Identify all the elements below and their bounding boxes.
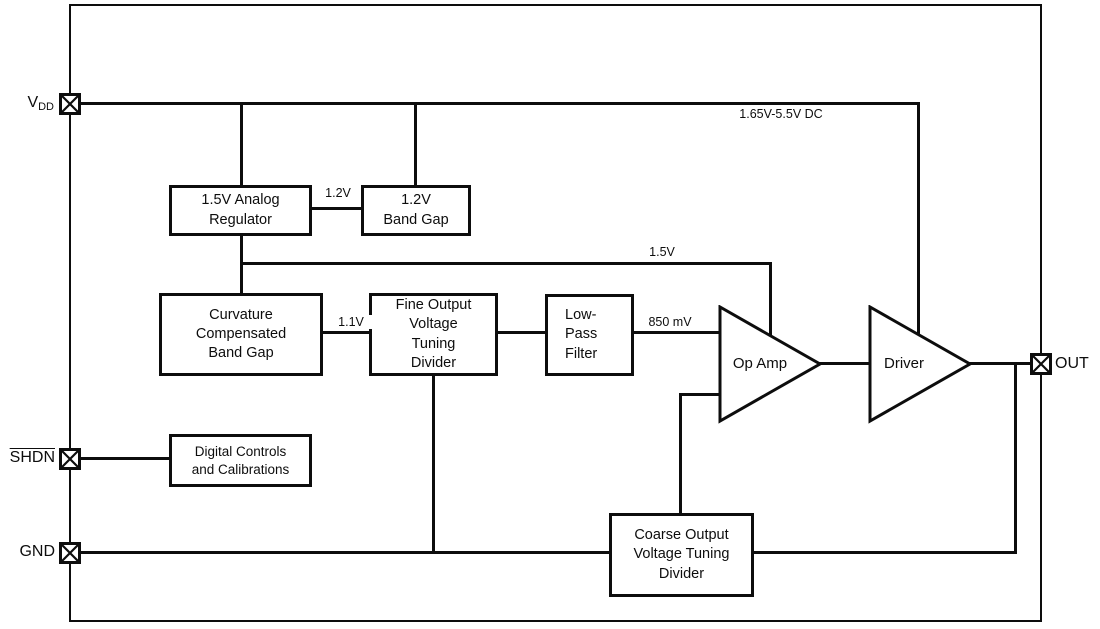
out-pin-icon — [1030, 353, 1052, 375]
wire-fine-gnd-drop — [432, 374, 435, 554]
net-label-1v2: 1.2V — [317, 186, 359, 200]
block-fine-divider: Fine Output Voltage Tuning Divider — [369, 293, 498, 376]
block-low-pass-filter: Low- Pass Filter — [545, 294, 634, 376]
block-coarse-divider: Coarse Output Voltage Tuning Divider — [609, 513, 754, 597]
vdd-pin-label-sub: DD — [38, 101, 54, 113]
shdn-pin-label: SHDN — [0, 449, 55, 467]
wire-coarse-out-link — [752, 551, 1017, 554]
net-label-850mv: 850 mV — [638, 315, 702, 329]
wire-feedback-opamp-link — [679, 393, 722, 396]
net-label-1v1: 1.1V — [330, 315, 372, 329]
shdn-pin-icon — [59, 448, 81, 470]
wire-opamp-driver-link — [817, 362, 870, 365]
wire-regulator-bandgap-link — [311, 207, 362, 210]
wire-vdd-bandgap-feed — [414, 104, 417, 186]
wire-vdd-driver-drop — [917, 102, 920, 338]
block-1v2-band-gap: 1.2V Band Gap — [361, 185, 471, 236]
gnd-pin-label: GND — [19, 543, 55, 560]
gnd-pin-icon — [59, 542, 81, 564]
block-analog-regulator: 1.5V Analog Regulator — [169, 185, 312, 236]
wire-curvature-fine-link — [322, 331, 370, 334]
supply-range-label: 1.65V-5.5V DC — [730, 107, 832, 121]
wire-shdn-link — [79, 457, 171, 460]
vdd-pin-icon — [59, 93, 81, 115]
block-digital-controls: Digital Controls and Calibrations — [169, 434, 312, 487]
wire-1v5-opamp-drop — [769, 262, 772, 340]
wire-lpf-opamp-link — [633, 331, 722, 334]
device-boundary — [69, 4, 1042, 622]
out-pin-label: OUT — [1055, 355, 1089, 372]
op-amp-label: Op Amp — [732, 355, 788, 372]
driver-label: Driver — [884, 355, 924, 372]
wire-gnd-rail — [79, 551, 611, 554]
vdd-pin-label: VDD — [16, 94, 54, 113]
shdn-pin-label-text: SHDN — [9, 449, 55, 466]
wire-1v5-rail — [240, 262, 772, 265]
block-curvature-band-gap: Curvature Compensated Band Gap — [159, 293, 323, 376]
op-amp-triangle — [718, 305, 824, 424]
wire-out-feedback-drop — [1014, 362, 1017, 554]
wire-vdd-regulator-feed — [240, 104, 243, 186]
wire-driver-out-link — [969, 362, 1031, 365]
wire-vdd-rail — [79, 102, 920, 105]
driver-triangle — [868, 305, 974, 424]
wire-fine-lpf-link — [497, 331, 546, 334]
wire-feedback-riser — [679, 393, 682, 515]
net-label-1v5: 1.5V — [640, 245, 684, 259]
vdd-pin-label-base: V — [27, 94, 39, 111]
